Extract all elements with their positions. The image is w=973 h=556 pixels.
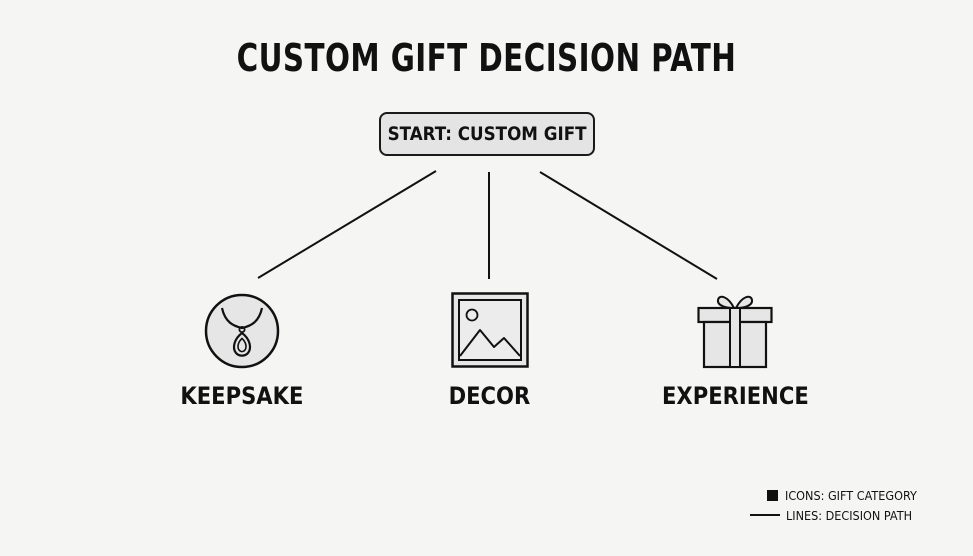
start-node: START: CUSTOM GIFT [379, 112, 595, 156]
category-label-decor: DECOR [448, 382, 530, 410]
legend-item-icons: ICONS: GIFT CATEGORY [750, 485, 932, 505]
gift-box-icon [697, 295, 773, 369]
start-node-label: START: CUSTOM GIFT [387, 123, 587, 145]
path-line-experience [539, 171, 718, 280]
legend-icons-label: ICONS: GIFT CATEGORY [785, 487, 917, 503]
framed-picture-icon [451, 292, 529, 368]
category-label-experience: EXPERIENCE [661, 382, 809, 410]
category-label-keepsake: KEEPSAKE [180, 382, 304, 410]
legend-item-lines: LINES: DECISION PATH [750, 505, 932, 525]
pendant-necklace-icon [204, 293, 280, 369]
line-swatch-icon [750, 514, 780, 516]
diagram-title: CUSTOM GIFT DECISION PATH [236, 36, 737, 80]
square-swatch-icon [767, 489, 778, 501]
legend-lines-label: LINES: DECISION PATH [786, 507, 913, 523]
legend: ICONS: GIFT CATEGORY LINES: DECISION PAT… [750, 485, 932, 525]
path-line-keepsake [257, 170, 437, 279]
